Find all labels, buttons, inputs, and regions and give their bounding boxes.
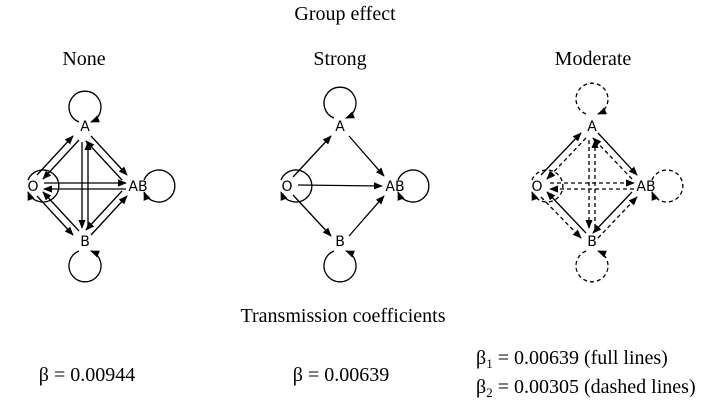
node-a: A bbox=[80, 119, 90, 135]
panel-heading-moderate: Moderate bbox=[554, 48, 632, 70]
beta-1-subscript: 1 bbox=[486, 356, 493, 371]
node-o: O bbox=[281, 179, 292, 195]
self-loop-ab bbox=[651, 169, 684, 203]
coefficients-title: Transmission coefficients bbox=[240, 305, 446, 327]
edge-b-ab bbox=[90, 195, 128, 236]
coefficient-moderate-full: β1 = 0.00639 (full lines) bbox=[476, 348, 668, 370]
edge-o-ab bbox=[297, 182, 383, 190]
node-b: B bbox=[80, 234, 90, 250]
coefficient-none: β = 0.00944 bbox=[38, 364, 136, 386]
edge-ab-a-dashed bbox=[592, 137, 633, 180]
edge-o-b bbox=[292, 194, 332, 237]
node-ab: AB bbox=[128, 179, 147, 195]
edge-a-o bbox=[42, 139, 80, 180]
panel-heading-none: None bbox=[62, 48, 106, 70]
self-loop-b bbox=[68, 250, 102, 283]
coefficient-moderate-dashed: β2 = 0.00305 (dashed lines) bbox=[476, 377, 696, 399]
beta-2-value: = 0.00305 (dashed lines) bbox=[492, 376, 696, 398]
panel-none-labels: A O AB B bbox=[27, 119, 147, 250]
edge-o-b bbox=[36, 195, 74, 236]
node-ab: AB bbox=[636, 179, 655, 195]
panel-none bbox=[27, 90, 176, 283]
node-o: O bbox=[27, 179, 38, 195]
edge-b-o-full bbox=[546, 191, 587, 234]
self-loop-b bbox=[575, 250, 609, 283]
node-a: A bbox=[587, 119, 597, 135]
edge-a-ab-full bbox=[597, 132, 638, 176]
edge-b-ab bbox=[348, 195, 385, 237]
beta-1-symbol: β bbox=[476, 347, 487, 369]
beta-2-subscript: 2 bbox=[486, 385, 493, 400]
node-b: B bbox=[587, 234, 597, 250]
self-loop-a bbox=[68, 90, 102, 123]
panel-strong bbox=[280, 86, 430, 283]
edge-a-o-dashed bbox=[546, 137, 587, 180]
self-loop-o bbox=[531, 169, 564, 203]
self-loop-o bbox=[280, 169, 313, 203]
beta-1-value: = 0.00639 (full lines) bbox=[492, 347, 668, 369]
node-ab: AB bbox=[385, 179, 404, 195]
edge-o-b-dashed bbox=[540, 196, 582, 239]
self-loop-a bbox=[575, 82, 609, 115]
self-loop-o bbox=[27, 169, 60, 203]
panel-heading-strong: Strong bbox=[313, 48, 367, 70]
beta-2-symbol: β bbox=[476, 376, 487, 398]
coefficient-strong: β = 0.00639 bbox=[292, 364, 390, 386]
panel-moderate bbox=[531, 82, 684, 283]
node-o: O bbox=[531, 179, 542, 195]
edge-ab-b bbox=[85, 190, 123, 231]
node-a: A bbox=[335, 119, 345, 135]
self-loop-ab bbox=[143, 169, 176, 203]
self-loop-a bbox=[323, 86, 357, 119]
self-loop-b bbox=[323, 250, 357, 283]
edge-ab-b-full bbox=[592, 191, 633, 234]
edge-a-ab bbox=[90, 135, 128, 176]
figure-title: Group effect bbox=[294, 3, 396, 25]
edge-o-a bbox=[292, 135, 332, 178]
panel-strong-labels: A O AB B bbox=[281, 119, 404, 250]
edge-a-ab bbox=[348, 135, 385, 177]
self-loop-ab bbox=[397, 169, 430, 203]
edge-ab-a bbox=[85, 140, 123, 181]
panel-moderate-labels: A O AB B bbox=[531, 119, 655, 250]
edge-o-a bbox=[36, 135, 74, 176]
edge-o-a-full bbox=[540, 132, 582, 176]
edge-b-o bbox=[42, 191, 80, 232]
edge-b-ab-dashed bbox=[597, 196, 638, 239]
node-b: B bbox=[335, 234, 345, 250]
